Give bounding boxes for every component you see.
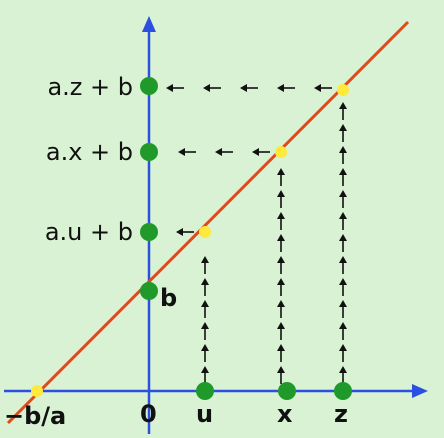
arrow-up-z-head	[339, 234, 347, 241]
arrow-up-z-head	[339, 366, 347, 373]
arrow-up-z-head	[339, 344, 347, 351]
arrow-up-x-head	[277, 278, 285, 285]
arrow-up-u-head	[201, 256, 209, 263]
arrow-up-x-head	[277, 212, 285, 219]
label-au-b: a.u + b	[45, 218, 133, 246]
arrow-left-u-head	[176, 228, 183, 236]
arrow-left-x-head	[252, 148, 259, 156]
arrow-up-z-head	[339, 124, 347, 131]
label-z: z	[334, 400, 348, 428]
arrow-up-z-head	[339, 146, 347, 153]
arrow-left-z-head	[314, 84, 321, 92]
arrow-up-z-head	[339, 322, 347, 329]
label-u: u	[196, 400, 213, 428]
arrow-up-x-head	[277, 344, 285, 351]
arrow-up-u-head	[201, 366, 209, 373]
arrow-up-x-head	[277, 322, 285, 329]
arrow-up-z-head	[339, 168, 347, 175]
arrow-up-z-head	[339, 212, 347, 219]
arrow-up-x-head	[277, 234, 285, 241]
point-ax-b	[140, 143, 158, 161]
arrow-up-x-head	[277, 366, 285, 373]
arrow-up-z-head	[339, 190, 347, 197]
point-au-b	[140, 223, 158, 241]
arrow-up-z-head	[339, 300, 347, 307]
label-zero: 0	[140, 400, 157, 428]
point-z	[334, 382, 352, 400]
line-point-z	[337, 84, 349, 96]
arrow-left-z-head	[277, 84, 284, 92]
arrow-left-z-head	[240, 84, 247, 92]
label-b: b	[160, 284, 177, 312]
label-ax-b: a.x + b	[46, 138, 133, 166]
label-az-b: a.z + b	[47, 73, 133, 101]
x-axis-arrowhead	[412, 384, 428, 398]
arrow-up-x-head	[277, 190, 285, 197]
label-root: −b/a	[4, 402, 66, 430]
y-axis-arrowhead	[142, 16, 156, 32]
projection-arrows	[166, 84, 347, 384]
arrow-up-u-head	[201, 344, 209, 351]
line-point-x	[275, 146, 287, 158]
line-point-root	[31, 385, 43, 397]
arrow-up-x-head	[277, 168, 285, 175]
arrow-left-x-head	[215, 148, 222, 156]
point-x	[278, 382, 296, 400]
point-b	[140, 282, 158, 300]
label-x: x	[277, 400, 293, 428]
arrow-up-u-head	[201, 322, 209, 329]
arrow-up-x-head	[277, 300, 285, 307]
arrow-left-z-head	[203, 84, 210, 92]
arrow-left-x-head	[178, 148, 185, 156]
arrow-up-x-head	[277, 256, 285, 263]
arrow-left-z-head	[166, 84, 173, 92]
arrow-up-z-head	[339, 278, 347, 285]
line-point-u	[199, 226, 211, 238]
arrow-up-z-head	[339, 102, 347, 109]
arrow-up-u-head	[201, 300, 209, 307]
arrow-up-u-head	[201, 278, 209, 285]
arrow-up-z-head	[339, 256, 347, 263]
point-u	[196, 382, 214, 400]
point-az-b	[140, 77, 158, 95]
